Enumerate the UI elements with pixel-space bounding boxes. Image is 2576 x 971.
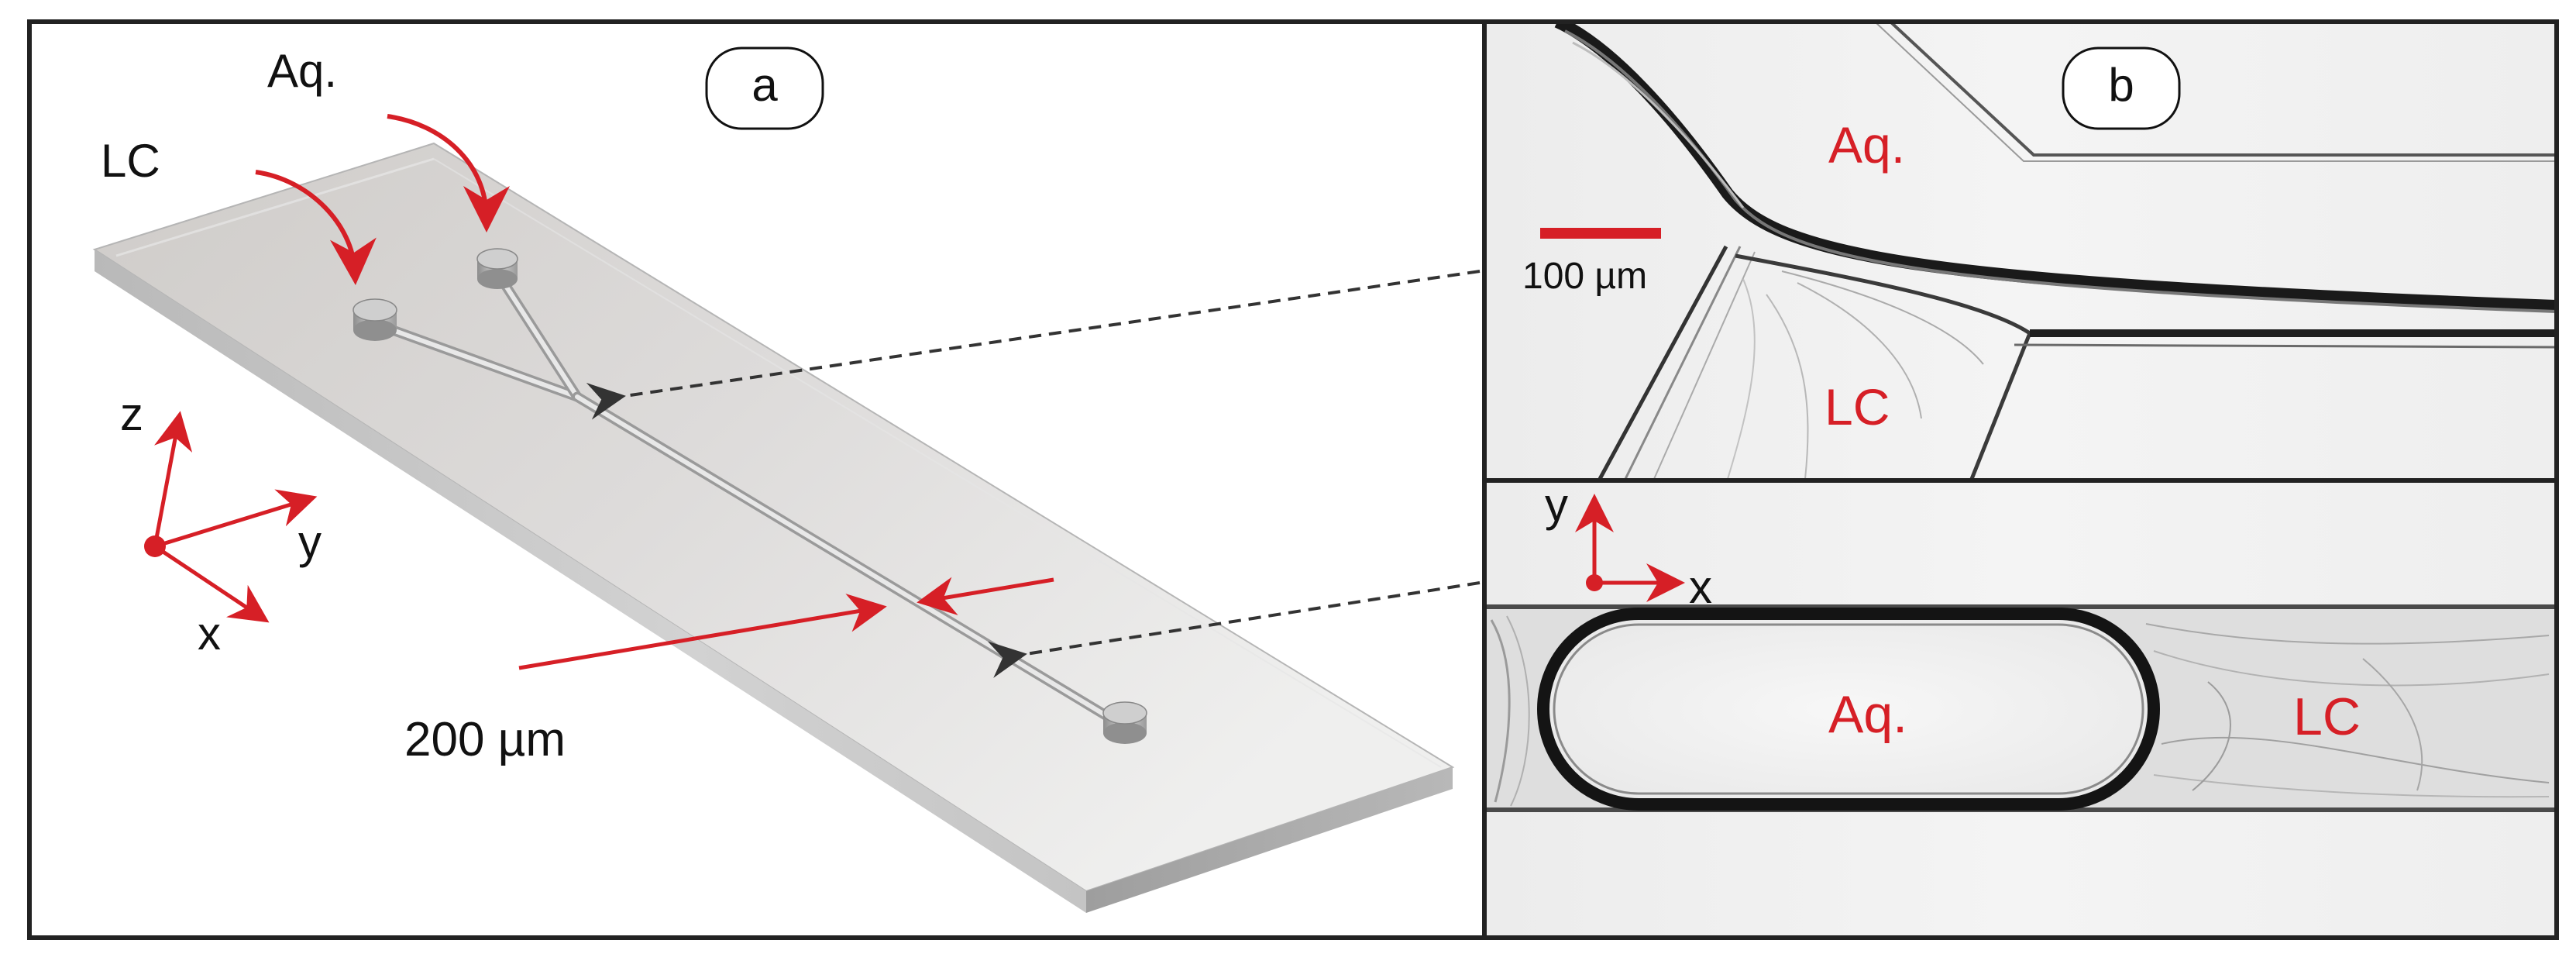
panel-b-junction-image <box>1486 22 2557 479</box>
junction-lc-label: LC <box>1825 378 1890 436</box>
panel-b-droplet-image <box>1486 482 2557 938</box>
aqueous-inflow-arrow <box>387 114 510 232</box>
scale-bar <box>1540 228 1661 239</box>
droplet-x-axis-label: x <box>1689 561 1712 613</box>
lc-inflow-arrow <box>255 170 377 285</box>
panel-b-tag: b <box>2062 46 2181 130</box>
width-arrow-lower <box>518 594 887 670</box>
panel-a-axes: z y x <box>120 388 322 659</box>
aqueous-droplet <box>1537 608 2160 811</box>
aqueous-inlet-port <box>476 248 518 289</box>
chip-side-face <box>1086 767 1453 913</box>
panel-b-tag-label: b <box>2108 59 2134 111</box>
z-axis-label: z <box>120 388 143 440</box>
panel-a-tag-label: a <box>751 59 778 111</box>
scale-bar-label: 100 µm <box>1522 256 1647 297</box>
microchannel-network <box>370 267 1130 732</box>
lc-inlet-port <box>353 298 397 341</box>
droplet-aqueous-label: Aq. <box>1828 685 1907 744</box>
droplet-y-axis-label: y <box>1545 479 1568 531</box>
panel-a: Aq. LC z y x 200 µm a <box>29 22 1483 938</box>
y-axis-label: y <box>298 516 322 568</box>
junction-leader-line <box>586 270 1481 420</box>
channel-width-label: 200 µm <box>404 713 566 766</box>
droplet-lc-label: LC <box>2293 687 2361 746</box>
droplet-leader-line <box>987 581 1481 678</box>
junction-aqueous-label: Aq. <box>1828 116 1905 174</box>
droplet-axes-origin <box>1586 574 1603 591</box>
lc-inlet-label: LC <box>101 135 160 187</box>
panel-a-tag: a <box>705 46 824 130</box>
x-axis-arrow <box>153 544 270 623</box>
width-arrow-upper <box>917 577 1054 615</box>
outlet-port <box>1102 701 1147 744</box>
chip-front-face <box>95 250 1086 913</box>
z-axis-arrow <box>153 411 193 547</box>
aqueous-inlet-label: Aq. <box>267 45 337 97</box>
x-axis-label: x <box>198 608 221 659</box>
axes-origin <box>144 535 166 557</box>
y-axis-arrow <box>154 489 318 549</box>
channel-wall-top <box>1486 604 2557 609</box>
